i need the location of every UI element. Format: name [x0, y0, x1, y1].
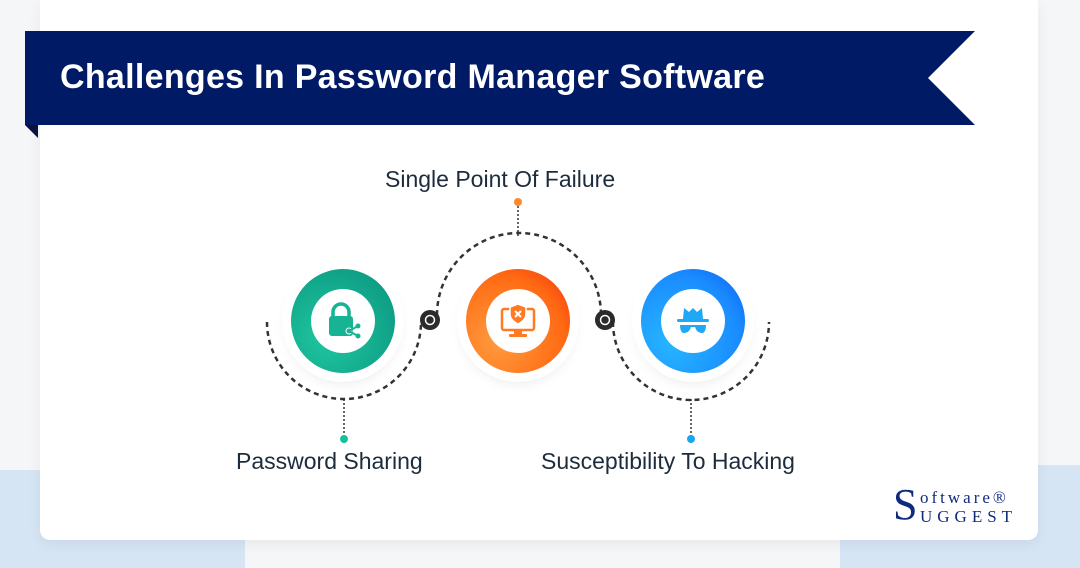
- label-single-point-failure: Single Point Of Failure: [385, 166, 616, 192]
- node-single-point-failure: [466, 269, 570, 373]
- connector-node-right: [595, 310, 615, 330]
- lock-share-icon: [311, 289, 375, 353]
- connector-node-left: [420, 310, 440, 330]
- title-banner: Challenges In Password Manager Software: [25, 31, 975, 138]
- dot-hacking: [687, 435, 695, 443]
- node-password-sharing: [291, 269, 395, 373]
- incognito-hacker-icon: [661, 289, 725, 353]
- dot-sharing: [340, 435, 348, 443]
- label-password-sharing: Password Sharing: [236, 448, 423, 474]
- logo-line2: uggest: [920, 507, 1018, 526]
- banner-ribbon-shape: [25, 31, 975, 138]
- label-susceptibility-hacking: Susceptibility To Hacking: [541, 448, 795, 474]
- logo-line1: oftware®: [920, 488, 1009, 507]
- monitor-shield-icon: [486, 289, 550, 353]
- node-susceptibility-hacking: [641, 269, 745, 373]
- logo-initial: S: [893, 480, 918, 529]
- dot-failure: [514, 198, 522, 206]
- page-title: Challenges In Password Manager Software: [60, 58, 766, 96]
